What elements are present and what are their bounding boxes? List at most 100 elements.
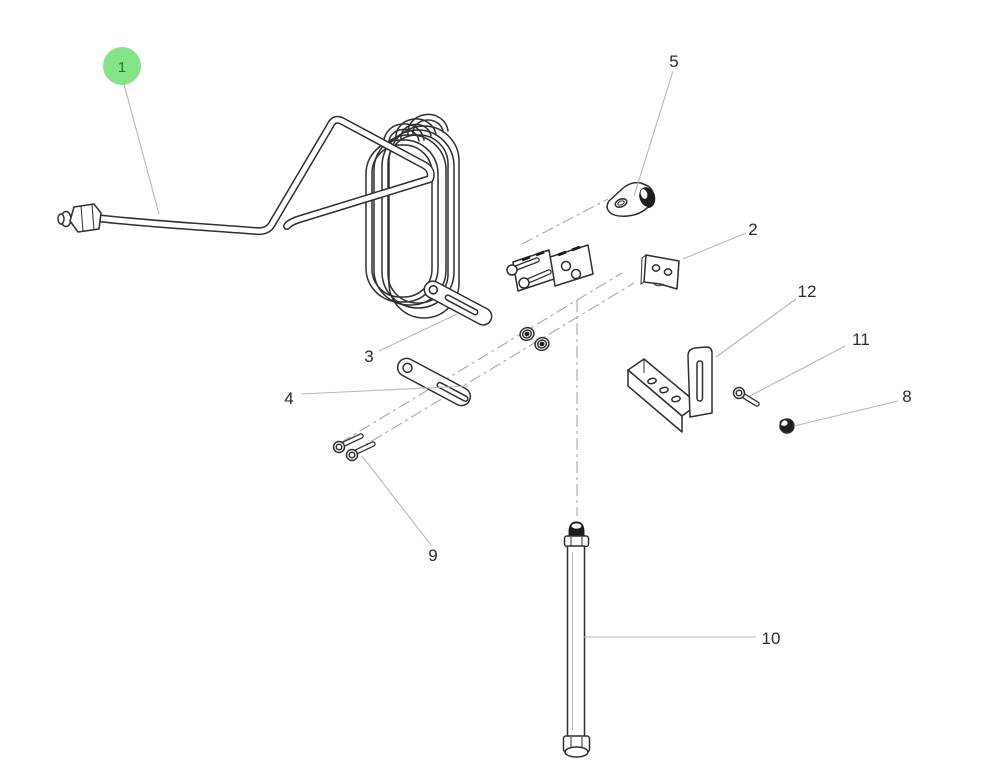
nut-bore [539, 341, 545, 347]
axis-bolt-1 [339, 272, 623, 444]
bolt-head-detail [335, 443, 343, 451]
part-coil-pipe [365, 113, 460, 319]
callout-11-label[interactable]: 11 [852, 330, 870, 349]
callout-4-label[interactable]: 4 [284, 389, 293, 408]
plate-hole [651, 264, 661, 272]
plate-hole [560, 260, 572, 272]
link-hole [428, 285, 439, 295]
tube-collar [563, 535, 590, 548]
callout-1[interactable]: 1 [103, 47, 141, 85]
part-flange-nuts [519, 326, 550, 352]
pipe-core [93, 117, 434, 234]
leader-lines [123, 70, 899, 638]
bolt-head-detail [348, 451, 356, 459]
bolt-head [345, 448, 359, 462]
part-bracket-12 [627, 346, 713, 433]
part-clamp-plates [506, 244, 594, 292]
bracket-hole [647, 377, 657, 385]
leader-4 [300, 385, 469, 395]
coil-loop [381, 129, 455, 309]
part-fuel-pipe [57, 115, 435, 236]
clamp-groove [521, 255, 531, 262]
leader-11 [749, 345, 846, 397]
plate-body [643, 254, 680, 290]
clamp-plate-rear [549, 244, 594, 287]
part-bolt-11 [732, 386, 760, 407]
coil-loop-inner [387, 134, 449, 304]
axis-clamp-to-pclamp [521, 198, 609, 245]
callout-5-label[interactable]: 5 [669, 52, 678, 71]
bracket-hole [671, 395, 681, 403]
part-plate-2 [640, 254, 680, 290]
clamp-groove [557, 250, 567, 257]
nut-bore [524, 331, 530, 337]
bolt-head [332, 440, 346, 454]
bracket-slot [696, 360, 704, 402]
leader-12 [715, 298, 797, 358]
callout-2-label[interactable]: 2 [748, 220, 757, 239]
bolt-shaft [742, 394, 759, 406]
leader-1 [123, 83, 160, 215]
clamp-rubber-highlight [640, 189, 648, 199]
pipe-hex-nut [69, 203, 102, 233]
clamp-bolt-shaft [514, 258, 539, 270]
bracket-base-front [627, 369, 683, 433]
hex-facet [80, 205, 84, 232]
part-link-4 [396, 357, 472, 407]
callout-10-label[interactable]: 10 [762, 629, 781, 648]
bolt-head-detail [735, 389, 743, 397]
coil-loop [388, 125, 460, 319]
bolt-shaft [354, 442, 375, 454]
part-link-3 [423, 280, 493, 326]
clamp-groove [535, 250, 545, 257]
nut-mid [536, 339, 548, 349]
part-tube-10 [562, 521, 591, 758]
tube-cap-highlight [571, 523, 582, 529]
plate-hole [570, 268, 582, 280]
tube-bottom-rim [564, 746, 589, 758]
coil-top-arc [407, 113, 449, 135]
coil-top-arc [412, 119, 444, 135]
plate-notch [652, 282, 665, 287]
leader-5 [633, 70, 674, 197]
link-hole [402, 362, 413, 374]
clamp-bolt-head [506, 264, 518, 276]
bracket-hole [659, 386, 669, 394]
flange-nut [519, 326, 535, 342]
highlight-circle[interactable] [103, 47, 141, 85]
link-slot [444, 294, 479, 316]
part-cap-nut-8 [779, 418, 795, 434]
callout-3-label[interactable]: 3 [364, 347, 373, 366]
pipe-nipple-tip [57, 213, 65, 225]
coil-loop [373, 134, 447, 306]
callout-8-label[interactable]: 8 [902, 387, 911, 406]
part-p-clamp [606, 181, 656, 217]
coil-loop [365, 139, 439, 303]
assembly-axis-lines [339, 198, 635, 516]
part-bolts-9 [332, 433, 376, 462]
clamp-bolt-head [518, 277, 530, 289]
leader-2 [682, 232, 747, 260]
tube-body [566, 545, 586, 738]
nut-mid [521, 329, 533, 339]
callout-9-label[interactable]: 9 [428, 546, 437, 565]
clamp-hole-rim [617, 200, 625, 206]
flange-nut [534, 336, 550, 352]
leader-8 [793, 400, 899, 427]
callout-1-label[interactable]: 1 [118, 59, 126, 76]
hex-facet [91, 204, 95, 231]
callout-12-label[interactable]: 12 [798, 282, 817, 301]
plate-hole [663, 268, 673, 276]
clamp-groove [571, 245, 581, 252]
bolt-shaft [342, 434, 363, 446]
pipe-outline [92, 115, 435, 236]
bolt-head [732, 386, 746, 400]
leader-3 [378, 313, 458, 352]
clamp-bolt-shaft [526, 270, 551, 283]
coil-loop-inner [371, 144, 433, 298]
leader-9 [361, 455, 432, 546]
plate-thickness [640, 254, 647, 285]
axis-bolt-2 [351, 282, 635, 454]
